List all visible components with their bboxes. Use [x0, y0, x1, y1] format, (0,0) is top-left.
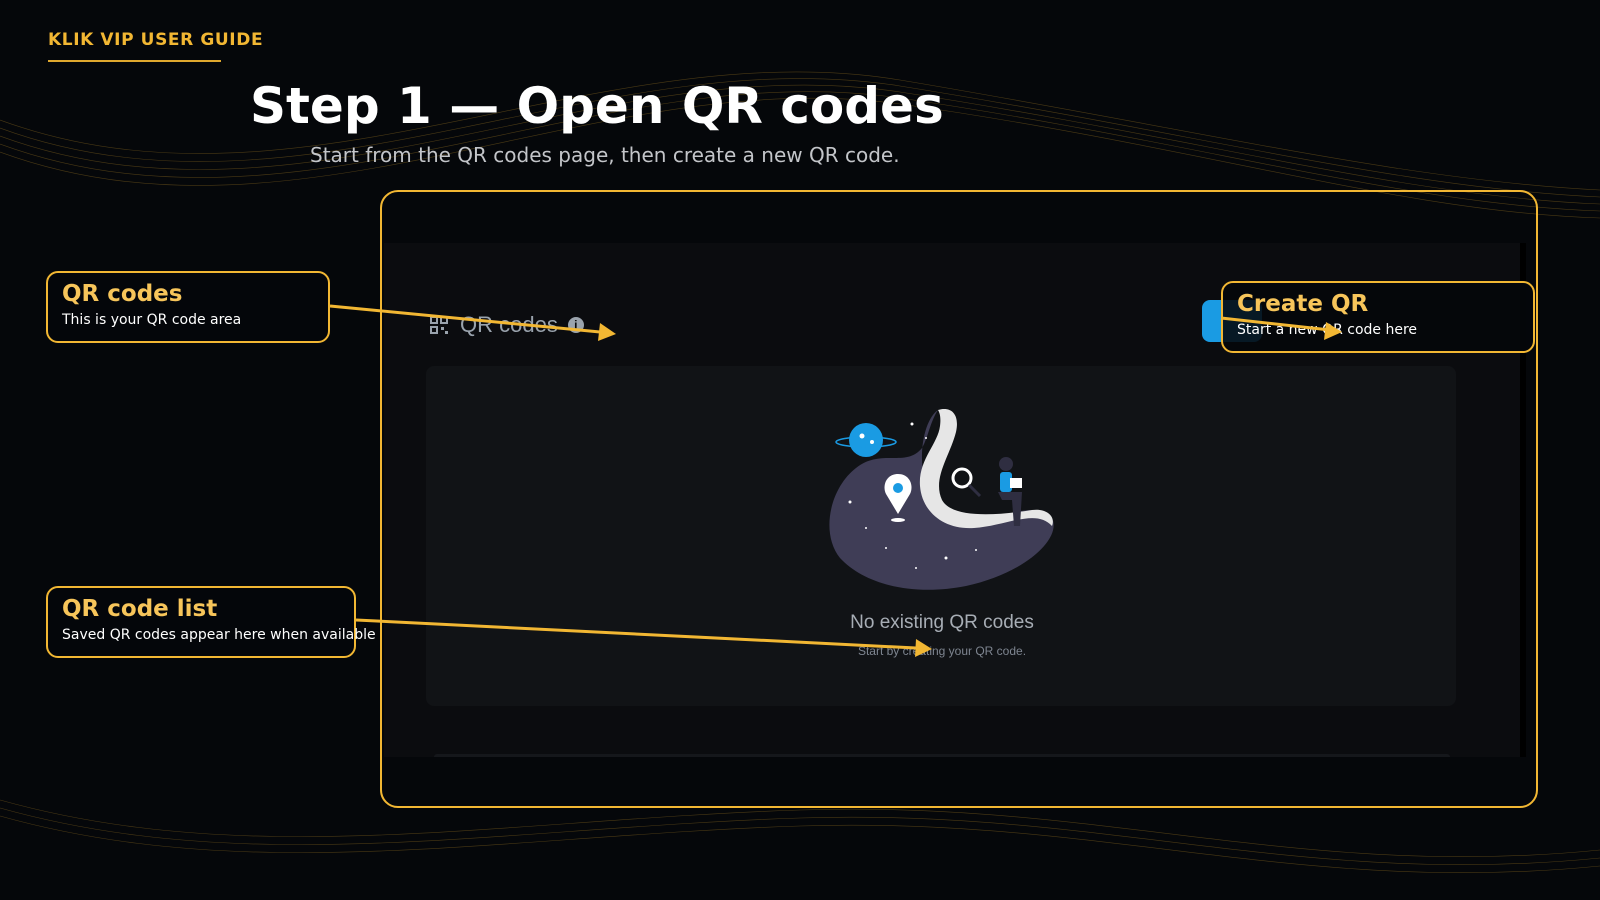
next-card-edge — [434, 754, 1450, 757]
info-icon[interactable]: i — [567, 317, 584, 333]
section-title: QR codes — [460, 312, 558, 337]
callout-title: Create QR — [1237, 291, 1369, 317]
location-pin-icon — [884, 474, 912, 522]
qr-code-icon — [430, 316, 448, 334]
moon-swoosh — [919, 408, 1053, 529]
empty-state-subtitle: Start by creating your QR code. — [857, 644, 1027, 658]
callout-description: Start a new QR code here — [1237, 322, 1418, 338]
scrollbar[interactable] — [1520, 243, 1526, 757]
screenshot-frame — [380, 190, 1538, 808]
reading-person — [998, 457, 1022, 526]
empty-state-illustration — [829, 408, 1054, 590]
planet-icon — [835, 423, 897, 457]
brand-underline — [48, 60, 221, 62]
qr-codes-header: QR codes i — [430, 312, 584, 338]
empty-state-title: No existing QR codes — [850, 612, 1034, 633]
callout-title: QR code list — [62, 596, 218, 622]
space-blob — [829, 410, 1054, 590]
callout-qr-codes: QR codes This is your QR code area — [46, 271, 330, 343]
callout-create-qr: Create QR Start a new QR code here — [1221, 281, 1535, 353]
callout-title: QR codes — [62, 281, 183, 307]
guide-brand: KLIK VIP USER GUIDE — [48, 30, 264, 50]
magnifier-icon — [951, 467, 982, 498]
callout-qr-code-list: QR code list Saved QR codes appear here … — [46, 586, 376, 658]
callout-description: Saved QR codes appear here when availabl… — [62, 627, 376, 643]
page-subtitle: Start from the QR codes page, then creat… — [310, 143, 900, 167]
page-title: Step 1 — Open QR codes — [250, 77, 944, 135]
callout-description: This is your QR code area — [62, 312, 242, 328]
